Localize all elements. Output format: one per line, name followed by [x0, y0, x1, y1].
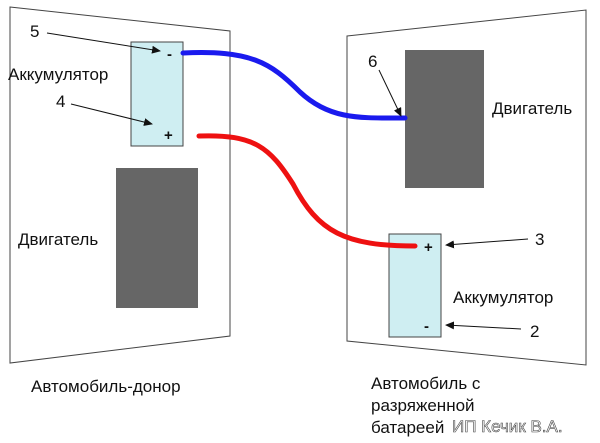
- callout-number-2: 2: [530, 322, 539, 341]
- recipient-engine-label: Двигатель: [492, 99, 572, 118]
- recipient-battery-minus: -: [424, 318, 429, 335]
- callout-number-5: 5: [30, 22, 39, 41]
- callout-number-4: 4: [56, 92, 65, 111]
- donor-battery-minus: -: [167, 46, 172, 63]
- recipient-caption-line-3: батареей: [371, 418, 444, 437]
- donor-battery-label: Аккумулятор: [8, 65, 108, 84]
- recipient-battery: [388, 233, 442, 338]
- donor-engine: [116, 168, 198, 308]
- negative-cable: [180, 50, 408, 121]
- donor-engine-label: Двигатель: [18, 230, 98, 249]
- donor-caption: Автомобиль-донор: [31, 377, 181, 396]
- callout-arrow-4: [70, 103, 153, 126]
- donor-battery-plus: +: [164, 127, 173, 144]
- recipient-battery-label: Аккумулятор: [453, 288, 553, 307]
- callout-arrow-3: [445, 238, 529, 249]
- donor-battery: [130, 41, 184, 147]
- callout-arrow-5: [46, 32, 161, 54]
- watermark: ИП Кечик В.А.: [452, 417, 563, 436]
- recipient-battery-plus: +: [424, 239, 433, 256]
- recipient-caption-line-1: Автомобиль с: [371, 374, 481, 393]
- callout-arrow-6: [378, 69, 402, 117]
- recipient-engine: [405, 50, 484, 188]
- callout-number-6: 6: [368, 52, 377, 71]
- callout-number-3: 3: [535, 230, 544, 249]
- callout-arrow-2: [445, 321, 522, 330]
- positive-cable: [196, 133, 418, 249]
- recipient-caption-line-2: разряженной: [371, 396, 475, 415]
